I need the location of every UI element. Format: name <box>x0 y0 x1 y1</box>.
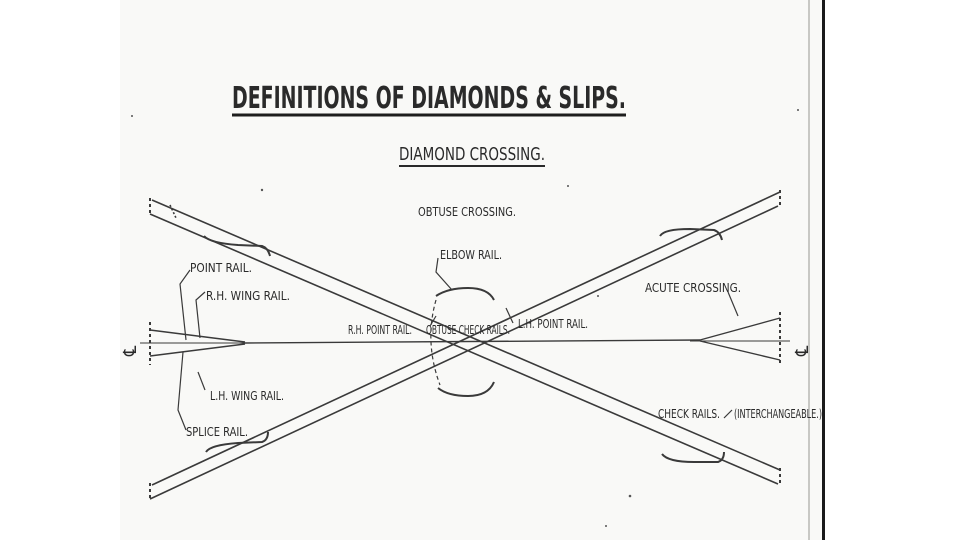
page-fold-shadow <box>808 0 810 540</box>
label-lh-wing-rail: L.H. WING RAIL. <box>210 389 284 403</box>
leader-lines <box>177 257 739 431</box>
scan-speckles <box>131 109 799 527</box>
centerline-symbol-right: ℄ <box>792 345 813 357</box>
label-interchangeable: (INTERCHANGEABLE.) <box>734 407 822 421</box>
paper-sheet <box>120 0 822 540</box>
centerline-symbol-left: ℄ <box>120 345 141 357</box>
label-obtuse-crossing: OBTUSE CROSSING. <box>418 205 516 219</box>
track-centerline <box>140 317 790 361</box>
track-end-marks <box>149 190 781 501</box>
label-rh-point-rail: R.H. POINT RAIL. <box>348 323 412 337</box>
label-elbow-rail: ELBOW RAIL. <box>440 248 502 262</box>
diagram-title: DEFINITIONS OF DIAMONDS & SLIPS. <box>232 81 626 116</box>
diagram-subtitle: DIAMOND CROSSING. <box>399 144 545 165</box>
label-obtuse-check-rails: OBTUSE CHECK RAILS. <box>426 323 510 337</box>
check-rail-brackets <box>203 227 725 463</box>
label-rh-wing-rail: R.H. WING RAIL. <box>206 289 290 303</box>
page-edge <box>822 0 825 540</box>
label-splice-rail: SPLICE RAIL. <box>186 425 248 439</box>
label-acute-crossing: ACUTE CROSSING. <box>645 281 741 295</box>
track-ascending <box>149 191 781 500</box>
label-lh-point-rail: L.H. POINT RAIL. <box>518 317 588 331</box>
label-point-rail: POINT RAIL. <box>190 261 252 275</box>
label-check-rails: CHECK RAILS. <box>658 407 720 421</box>
